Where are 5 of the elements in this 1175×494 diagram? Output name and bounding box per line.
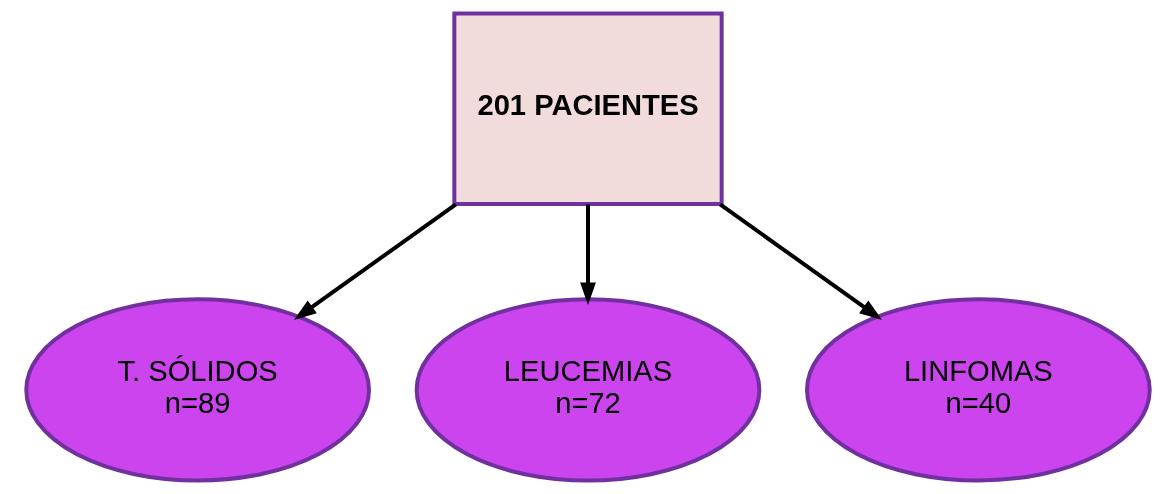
arrow [718, 202, 882, 320]
arrow [579, 204, 596, 306]
node-ellipse: LEUCEMIAS n=72 [414, 297, 761, 483]
arrow [293, 202, 457, 320]
node-box: 201 PACIENTES [451, 11, 724, 206]
